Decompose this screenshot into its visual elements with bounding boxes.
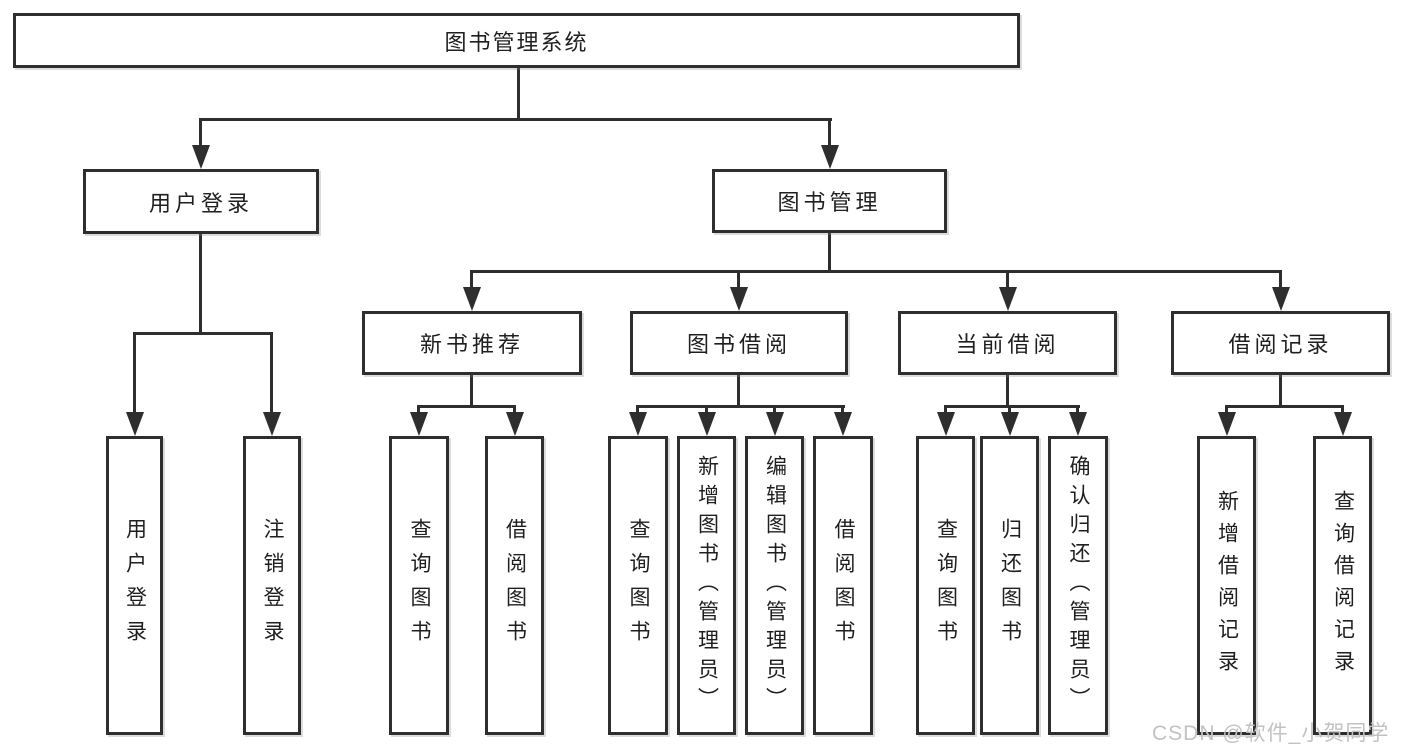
node-library-system: 图书管理系统 <box>13 13 1020 68</box>
arrowhead-section <box>730 287 748 311</box>
connector-leaf-stem <box>1076 405 1079 417</box>
connector-leaf-stem <box>513 405 516 417</box>
connector-section-stem <box>1279 270 1282 290</box>
arrowhead-leaf <box>1069 412 1087 436</box>
connector-section-vertical <box>737 375 740 408</box>
leaf-query-borrow-record: 查询借阅记录 <box>1313 436 1372 735</box>
connector-section-split <box>1225 405 1344 408</box>
connector-leaf-stem <box>1225 405 1228 417</box>
connector-user-login-split <box>133 332 273 335</box>
connector-section-vertical <box>1279 375 1282 408</box>
connector-user-login-vertical <box>199 233 202 335</box>
arrowhead-section <box>1272 287 1290 311</box>
connector-leaf-stem <box>705 405 708 417</box>
connector-section-split <box>636 405 845 408</box>
connector-leaf-stem <box>270 332 273 414</box>
arrowhead-leaf <box>766 412 784 436</box>
arrowhead-leaf <box>937 412 955 436</box>
connector-section-vertical <box>1006 375 1009 408</box>
arrowhead-leaf <box>834 412 852 436</box>
leaf-borrow-books: 借阅图书 <box>813 436 873 735</box>
connector-section-stem <box>1006 270 1009 290</box>
connector-section-stem <box>737 270 740 290</box>
connector-level2-horizontal <box>199 118 832 121</box>
arrowhead-book-mgmt <box>821 145 839 169</box>
arrowhead-leaf <box>263 412 281 436</box>
arrowhead-leaf <box>126 412 144 436</box>
leaf-add-book-admin: 新增图书（管理员） <box>677 436 736 735</box>
arrowhead-leaf <box>629 412 647 436</box>
leaf-confirm-return-admin: 确认归还（管理员） <box>1048 436 1108 735</box>
connector-section-stem <box>470 270 473 290</box>
connector-book-mgmt-vertical <box>828 233 831 273</box>
arrowhead-leaf <box>698 412 716 436</box>
node-book-management: 图书管理 <box>712 169 947 233</box>
connector-leaf-stem <box>773 405 776 417</box>
connector-leaf-stem <box>636 405 639 417</box>
arrowhead-section <box>999 287 1017 311</box>
leaf-add-borrow-record: 新增借阅记录 <box>1197 436 1256 735</box>
arrowhead-section <box>463 287 481 311</box>
connector-leaf-stem <box>1008 405 1011 417</box>
arrowhead-leaf <box>1218 412 1236 436</box>
connector-leaf-stem <box>841 405 844 417</box>
leaf-borrow-books-recommend: 借阅图书 <box>485 436 544 735</box>
arrowhead-leaf <box>1334 412 1352 436</box>
connector-leaf-stem <box>944 405 947 417</box>
connector-leaf-stem <box>133 332 136 414</box>
connector-section-split <box>417 405 516 408</box>
leaf-return-book: 归还图书 <box>980 436 1039 735</box>
connector-root-vertical <box>517 68 520 120</box>
leaf-edit-book-admin: 编辑图书（管理员） <box>745 436 804 735</box>
connector-user-login-stem <box>199 118 202 148</box>
arrowhead-leaf <box>1001 412 1019 436</box>
node-new-book-recommend: 新书推荐 <box>362 311 582 375</box>
connector-section-vertical <box>470 375 473 408</box>
connector-book-mgmt-stem <box>828 118 831 148</box>
leaf-query-books-current: 查询图书 <box>916 436 975 735</box>
leaf-query-books-borrow: 查询图书 <box>608 436 668 735</box>
connector-leaf-stem <box>1341 405 1344 417</box>
arrowhead-user-login <box>192 145 210 169</box>
leaf-query-books-recommend: 查询图书 <box>389 436 449 735</box>
leaf-user-login: 用户登录 <box>106 436 163 735</box>
leaf-logout: 注销登录 <box>243 436 301 735</box>
connector-level3-horizontal <box>470 270 1282 273</box>
node-user-login: 用户登录 <box>83 169 319 234</box>
node-book-borrow: 图书借阅 <box>630 311 848 375</box>
node-borrow-records: 借阅记录 <box>1171 311 1390 375</box>
node-current-borrow: 当前借阅 <box>898 311 1117 375</box>
arrowhead-leaf <box>506 412 524 436</box>
csdn-watermark: CSDN @软件_小贺同学 <box>1152 722 1390 745</box>
connector-section-split <box>944 405 1080 408</box>
arrowhead-leaf <box>410 412 428 436</box>
connector-leaf-stem <box>417 405 420 417</box>
